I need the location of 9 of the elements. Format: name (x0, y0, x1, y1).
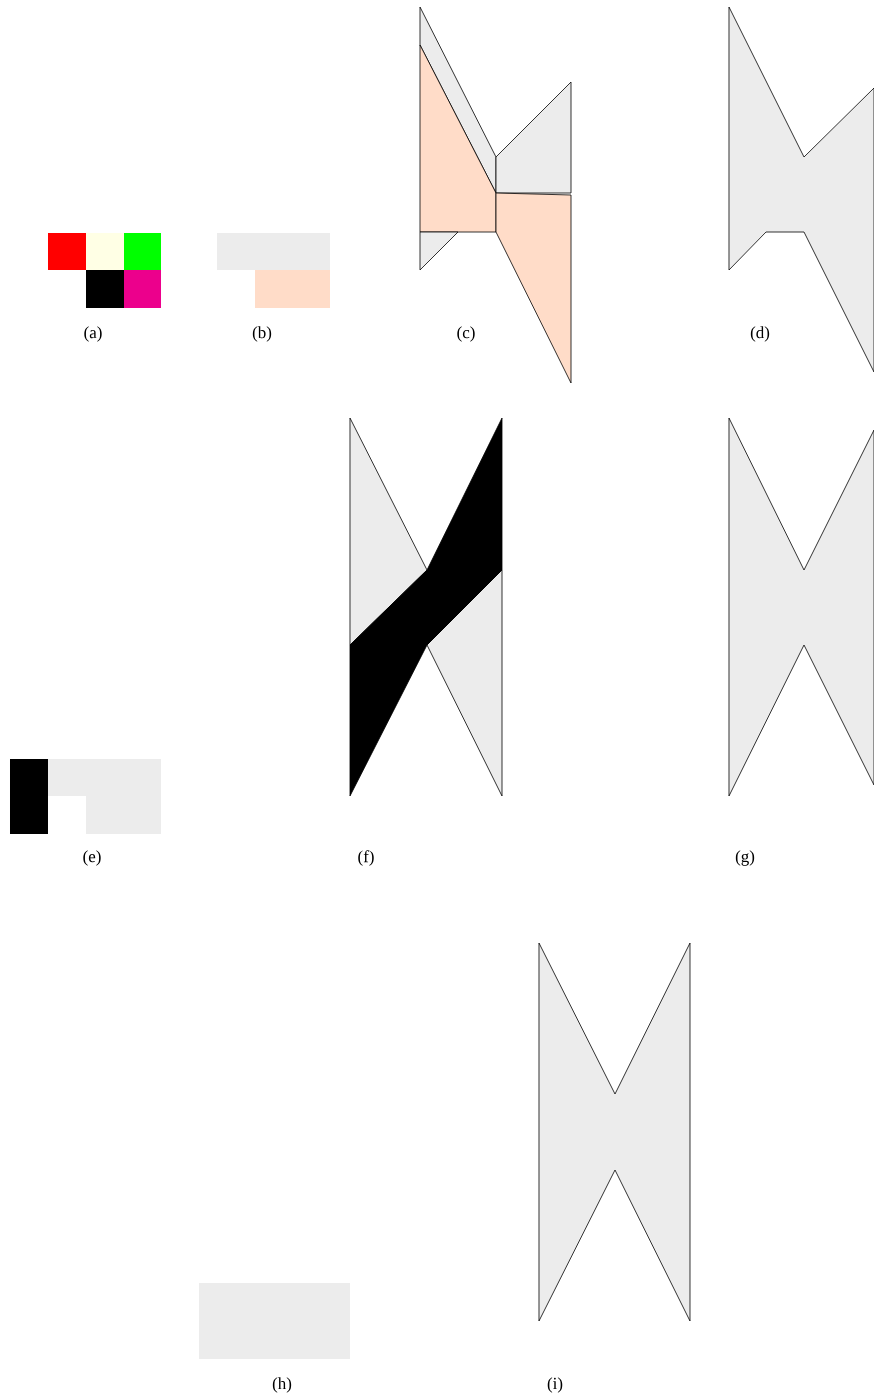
panel-label: (a) (84, 326, 102, 342)
panel-label: (g) (735, 850, 755, 866)
panel-label: (h) (272, 1377, 292, 1393)
panel-label: (e) (83, 850, 101, 866)
panel-label: (b) (252, 326, 272, 342)
panel-label: (d) (750, 326, 770, 342)
panel-label: (i) (547, 1377, 563, 1393)
panel-label: (c) (457, 326, 475, 342)
panel-label: (f) (358, 850, 374, 866)
